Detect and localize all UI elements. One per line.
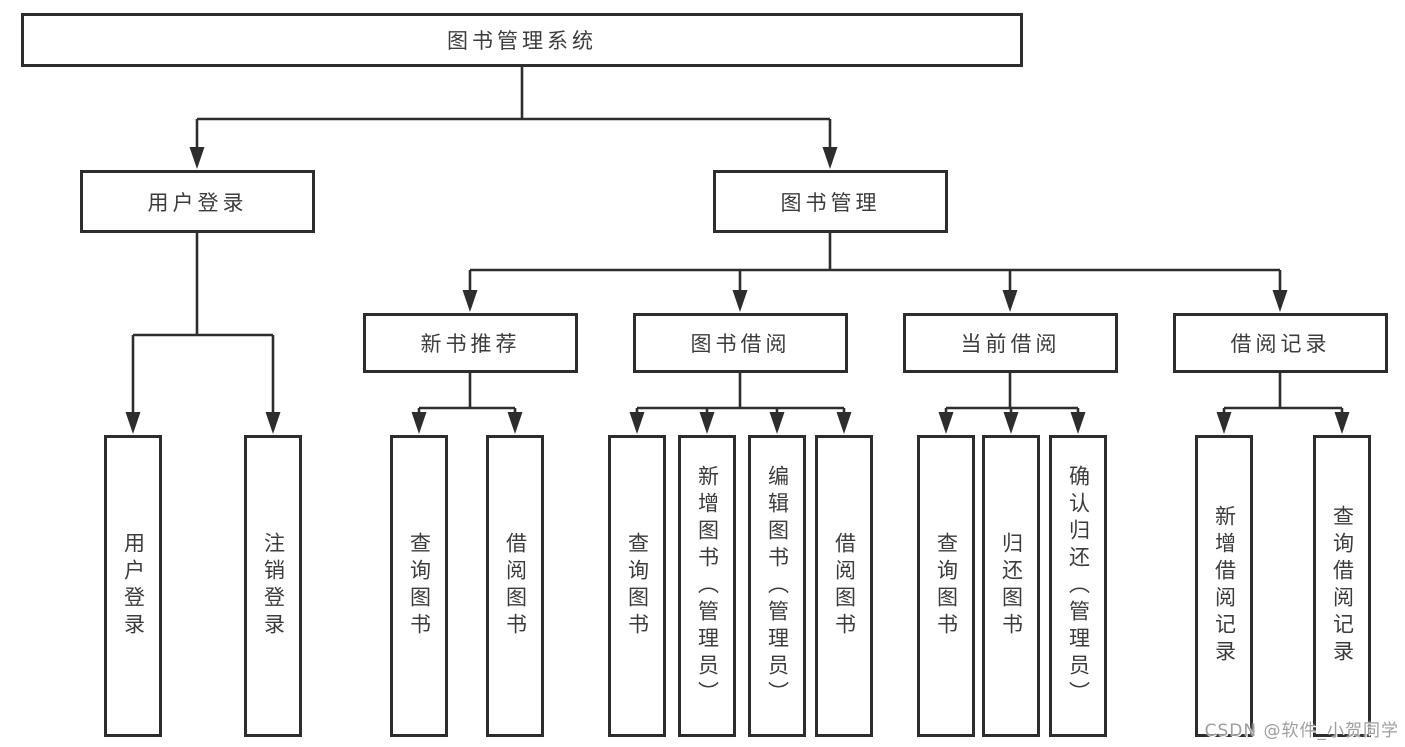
leaf-label: 新增借阅记录: [1212, 505, 1237, 667]
node-current-borrowing: 当前借阅: [903, 313, 1118, 373]
node-label: 用户登录: [147, 190, 248, 215]
leaf-add-borrow-record: 新增借阅记录: [1195, 435, 1253, 737]
leaf-return-books: 归还图书: [982, 435, 1040, 737]
leaf-label: 用户登录: [121, 532, 146, 640]
leaf-query-books-current: 查询图书: [917, 435, 975, 737]
leaf-label: 归还图书: [999, 532, 1024, 640]
node-label: 图书管理: [780, 190, 881, 215]
leaf-label: 借阅图书: [832, 532, 857, 640]
node-label: 新书推荐: [420, 332, 521, 356]
leaf-query-borrow-record: 查询借阅记录: [1313, 435, 1371, 737]
node-label: 图书管理系统: [447, 29, 597, 53]
leaf-label: 确认归还（管理员）: [1066, 464, 1091, 708]
leaf-label: 查询图书: [934, 532, 959, 640]
leaf-add-books-admin: 新增图书（管理员）: [678, 435, 736, 737]
leaf-borrow-books-borrowing: 借阅图书: [815, 435, 873, 737]
leaf-label: 编辑图书（管理员）: [765, 464, 790, 708]
csdn-watermark: CSDN @软件_小贺同学: [1204, 721, 1399, 741]
leaf-edit-books-admin: 编辑图书（管理员）: [748, 435, 806, 737]
node-new-book-recommendation: 新书推荐: [363, 313, 578, 373]
node-library-management-system: 图书管理系统: [21, 13, 1023, 67]
leaf-query-books-recommend: 查询图书: [390, 435, 448, 737]
leaf-query-books-borrowing: 查询图书: [608, 435, 666, 737]
node-book-borrowing: 图书借阅: [633, 313, 848, 373]
leaf-user-login: 用户登录: [104, 435, 162, 737]
node-label: 图书借阅: [690, 332, 791, 356]
node-book-management: 图书管理: [713, 170, 948, 233]
leaf-logout: 注销登录: [244, 435, 302, 737]
node-borrowing-records: 借阅记录: [1173, 313, 1388, 373]
leaf-label: 注销登录: [261, 532, 286, 640]
leaf-label: 借阅图书: [503, 532, 528, 640]
node-user-login: 用户登录: [80, 170, 315, 233]
node-label: 借阅记录: [1230, 332, 1331, 356]
node-label: 当前借阅: [960, 332, 1061, 356]
leaf-label: 新增图书（管理员）: [695, 464, 720, 708]
leaf-borrow-books-recommend: 借阅图书: [486, 435, 544, 737]
leaf-label: 查询图书: [625, 532, 650, 640]
leaf-confirm-return-admin: 确认归还（管理员）: [1049, 435, 1107, 737]
leaf-label: 查询图书: [407, 532, 432, 640]
leaf-label: 查询借阅记录: [1330, 505, 1355, 667]
